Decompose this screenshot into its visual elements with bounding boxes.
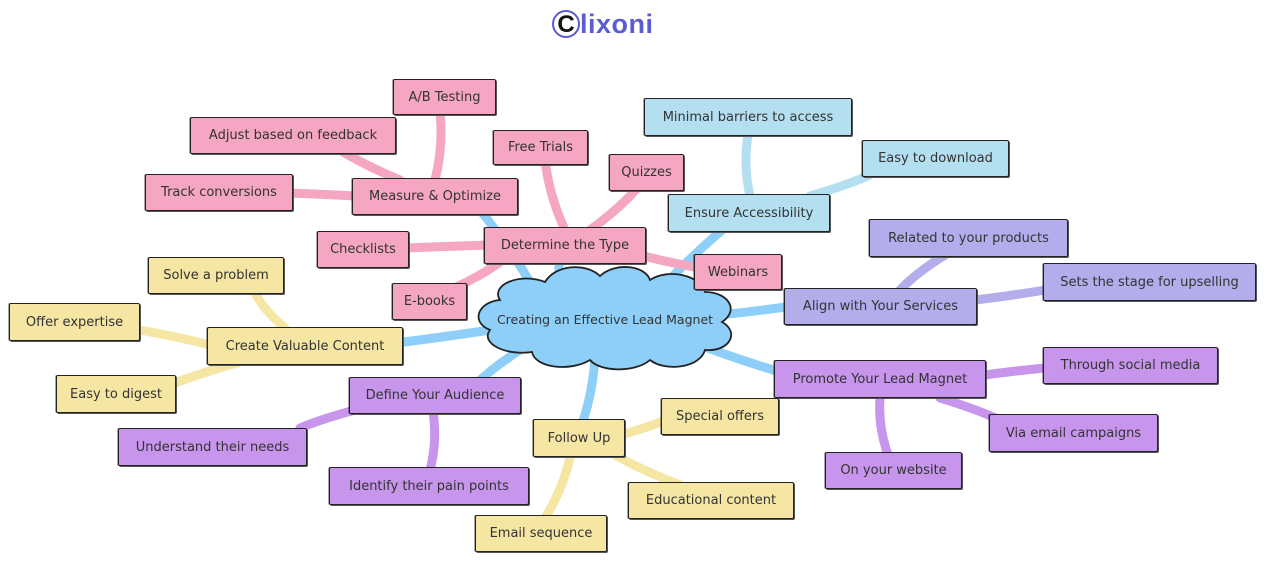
- connector-line: [540, 452, 575, 523]
- node-understand-their-needs[interactable]: Understand their needs: [118, 428, 307, 466]
- node-ab-testing[interactable]: A/B Testing: [393, 79, 496, 115]
- logo-c-icon: C: [551, 9, 581, 39]
- node-on-your-website[interactable]: On your website: [825, 452, 962, 489]
- connector-line: [400, 240, 495, 253]
- branch-follow-up[interactable]: Follow Up: [533, 419, 625, 457]
- node-sets-the-stage-for-upselling[interactable]: Sets the stage for upselling: [1043, 263, 1256, 301]
- node-via-email-campaigns[interactable]: Via email campaigns: [989, 414, 1158, 452]
- svg-text:C: C: [557, 11, 574, 38]
- node-quizzes[interactable]: Quizzes: [609, 154, 684, 191]
- node-easy-to-download[interactable]: Easy to download: [862, 140, 1009, 177]
- connector-line: [615, 415, 670, 440]
- connector-line: [540, 155, 570, 235]
- connector-line: [295, 405, 360, 433]
- node-through-social-media[interactable]: Through social media: [1043, 347, 1218, 384]
- connector-line: [425, 407, 440, 475]
- branch-create-valuable-content[interactable]: Create Valuable Content: [207, 327, 403, 365]
- center-cloud[interactable]: [477, 266, 733, 371]
- connector-line: [430, 108, 446, 185]
- connector-line: [285, 188, 360, 201]
- connector-line: [875, 393, 893, 460]
- connector-line: [980, 363, 1050, 380]
- node-special-offers[interactable]: Special offers: [661, 398, 779, 435]
- node-easy-to-digest[interactable]: Easy to digest: [56, 375, 176, 413]
- connector-line: [970, 285, 1050, 305]
- connector-line: [135, 325, 215, 350]
- node-e-books[interactable]: E-books: [392, 283, 467, 320]
- branch-measure-optimize[interactable]: Measure & Optimize: [352, 178, 518, 215]
- connector-line: [610, 450, 685, 490]
- connector-line: [335, 145, 405, 185]
- node-free-trials[interactable]: Free Trials: [493, 130, 588, 165]
- connector-line: [895, 250, 950, 295]
- node-solve-a-problem[interactable]: Solve a problem: [148, 257, 284, 294]
- logo-wordmark: lixoni: [580, 8, 654, 39]
- branch-define-your-audience[interactable]: Define Your Audience: [349, 377, 521, 414]
- node-offer-expertise[interactable]: Offer expertise: [9, 303, 140, 341]
- clixoni-logo: C lixoni: [551, 6, 654, 42]
- connector-line: [805, 170, 875, 201]
- node-checklists[interactable]: Checklists: [317, 231, 409, 268]
- connector-line: [250, 288, 290, 333]
- branch-promote-your-lead-magnet[interactable]: Promote Your Lead Magnet: [774, 360, 986, 398]
- connector-line: [585, 180, 645, 235]
- center-topic[interactable]: Creating an Effective Lead Magnet: [496, 312, 714, 327]
- node-identify-their-pain-points[interactable]: Identify their pain points: [329, 467, 529, 505]
- connector-line: [165, 357, 245, 390]
- node-educational-content[interactable]: Educational content: [628, 482, 794, 519]
- branch-determine-the-type[interactable]: Determine the Type: [484, 227, 646, 264]
- branch-ensure-accessibility[interactable]: Ensure Accessibility: [668, 194, 830, 232]
- branch-align-with-your-services[interactable]: Align with Your Services: [784, 288, 977, 325]
- node-related-to-your-products[interactable]: Related to your products: [869, 219, 1068, 257]
- node-webinars[interactable]: Webinars: [694, 254, 782, 290]
- connector-line: [741, 130, 755, 201]
- node-track-conversions[interactable]: Track conversions: [145, 174, 293, 211]
- node-email-sequence[interactable]: Email sequence: [475, 515, 607, 552]
- node-minimal-barriers-to-access[interactable]: Minimal barriers to access: [644, 98, 852, 136]
- node-adjust-based-on-feedback[interactable]: Adjust based on feedback: [190, 117, 396, 154]
